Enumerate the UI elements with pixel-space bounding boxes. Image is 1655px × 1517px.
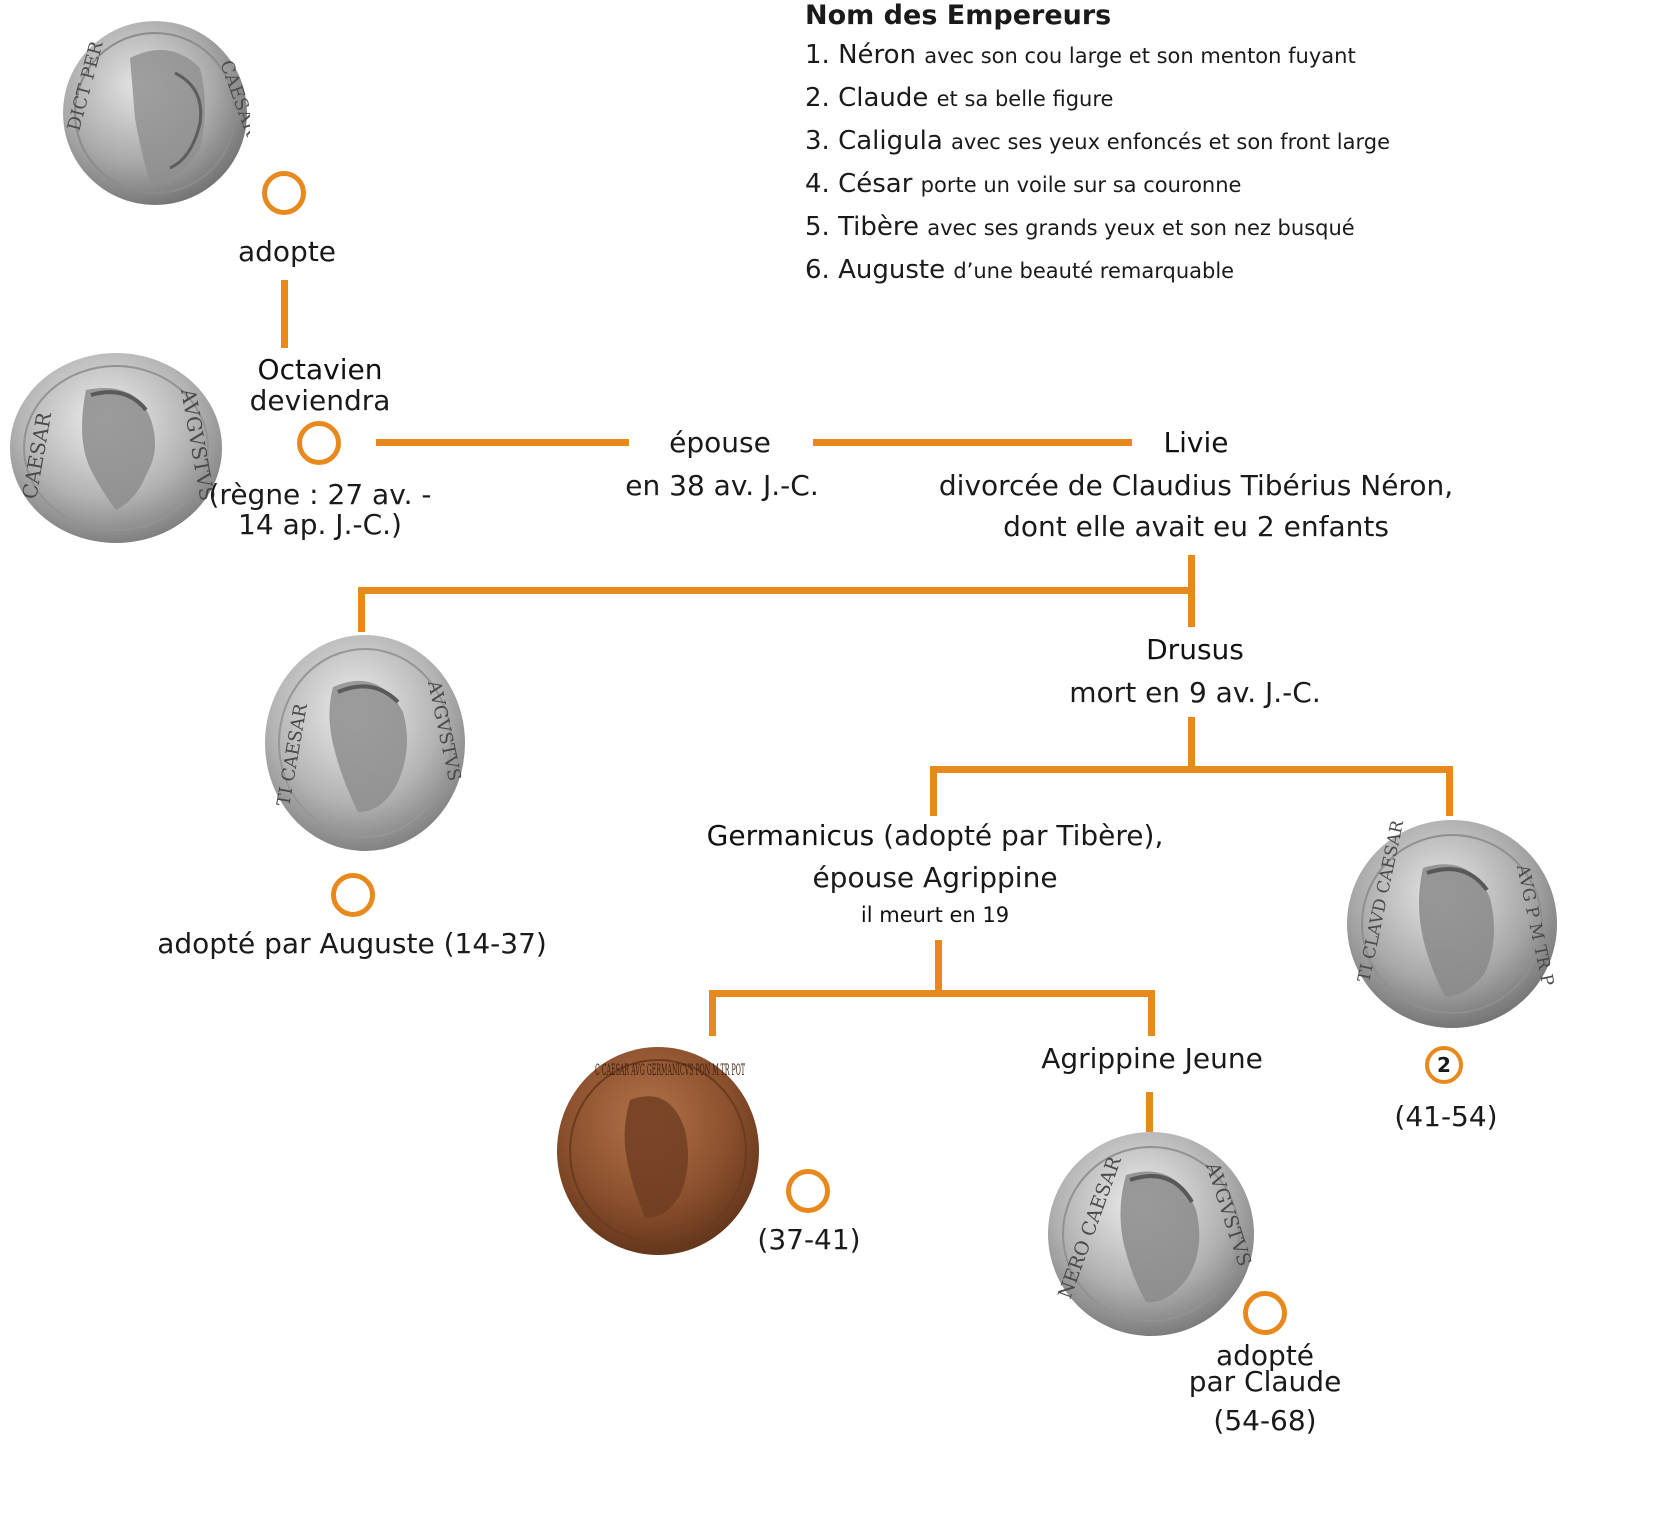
connector-octavien-epouse [376,439,629,446]
marriage-line1: épouse [669,426,771,459]
legend-item-number: 4. [805,169,830,199]
germanicus-line1: Germanicus (adopté par Tibère), [707,820,1164,852]
neron-line3: (54-68) [1213,1404,1317,1437]
legend-item-name: Néron [838,40,917,70]
legend-item: 1. Néron avec son cou large et son mento… [805,40,1505,71]
neron-line2: par Claude [1188,1365,1342,1398]
connector-germanicus-children-vertical [935,940,942,996]
marriage-line2: en 38 av. J.-C. [625,469,819,502]
legend-item-number: 2. [805,83,830,113]
legend-item: 3. Caligula avec ses yeux enfoncés et so… [805,126,1505,157]
answer-circle-claude[interactable]: 2 [1425,1046,1463,1084]
legend-item-number: 6. [805,255,830,285]
caligula-dates: (37-41) [757,1223,861,1256]
cesar-relation: adopte [237,235,337,268]
legend-item-description: et sa belle figure [936,87,1114,111]
legend-item-name: Claude [838,83,929,113]
livie-line3: dont elle avait eu 2 enfants [1003,510,1389,543]
agrippine-name: Agrippine Jeune [1041,1042,1263,1075]
legend-item-number: 1. [805,40,830,70]
legend-item-description: avec son cou large et son menton fuyant [924,44,1356,68]
connector-claude-down [1446,766,1453,816]
legend-item: 2. Claude et sa belle figure [805,83,1505,114]
germanicus-name: Germanicus [706,819,875,852]
connector-cesar-octavien [281,280,288,348]
coin-claude: TI CLAVD CAESAR AVG P M TR P [1347,818,1557,1028]
germanicus-line3: il meurt en 19 [860,903,1010,927]
connector-agrippine-neron [1146,1092,1153,1132]
drusus-name: Drusus [1146,633,1244,666]
answer-circle-neron[interactable] [1243,1291,1287,1335]
legend-item-name: Auguste [838,255,946,285]
legend-item-number: 3. [805,126,830,156]
neron-line1: adopté [1215,1339,1315,1372]
connector-germanicus-down [930,766,937,816]
connector-drusus-down [1188,717,1195,772]
legend: Nom des Empereurs 1. Néron avec son cou … [805,0,1505,286]
coin-caligula: C CAESAR AVG GERMANICVS PON M TR POT [557,1047,759,1255]
legend-item: 5. Tibère avec ses grands yeux et son ne… [805,212,1505,243]
legend-item-number: 5. [805,212,830,242]
coin-caligula-inscription: C CAESAR AVG GERMANICVS PON M TR POT [595,1060,745,1079]
legend-item: 6. Auguste d’une beauté remarquable [805,255,1505,286]
legend-item-name: Caligula [838,126,943,156]
legend-item-name: César [838,169,913,199]
legend-title: Nom des Empereurs [805,0,1112,31]
livie-line2: divorcée de Claudius Tibérius Néron, [938,469,1454,502]
connector-germanicus-children-horizontal [709,990,1155,997]
germanicus-suffix: (adopté par Tibère), [874,819,1164,852]
legend-item: 4. César porte un voile sur sa couronne [805,169,1505,200]
legend-list: 1. Néron avec son cou large et son mento… [805,40,1505,286]
octavien-line2: deviendra [249,384,391,417]
coin-cesar: DICT PER CAESAR [63,21,250,205]
livie-name: Livie [1163,426,1229,459]
drusus-line2: mort en 9 av. J.-C. [1069,676,1321,709]
connector-caligula-down [709,990,716,1036]
legend-item-description: avec ses grands yeux et son nez busqué [927,216,1355,240]
octavien-reign-line2: 14 ap. J.-C.) [238,508,402,541]
connector-tibere-down [358,587,365,632]
answer-circle-caligula[interactable] [786,1169,830,1213]
claude-dates: (41-54) [1394,1100,1498,1133]
octavien-reign-line1: (règne : 27 av. - [208,478,432,511]
germanicus-line2: épouse Agrippine [812,861,1058,894]
legend-item-name: Tibère [838,212,919,242]
legend-item-description: porte un voile sur sa couronne [920,173,1242,197]
coin-tibere: TI CAESAR AVGVSTVS [265,635,465,851]
connector-epouse-livie [813,439,1132,446]
connector-drusus-children-horizontal [930,766,1453,773]
coin-octavien: CAESAR AVGVSTVS [10,353,222,543]
answer-circle-cesar[interactable] [262,171,306,215]
tibere-caption: adopté par Auguste (14-37) [157,927,547,960]
coin-neron: NERO CAESAR AVGVSTVS [1048,1132,1255,1336]
connector-agrippine-down [1148,990,1155,1036]
answer-circle-tibere[interactable] [331,873,375,917]
octavien-name: Octavien [257,353,383,386]
answer-circle-octavien[interactable] [297,421,341,465]
connector-livie-children-horizontal [358,587,1195,594]
legend-item-description: d’une beauté remarquable [953,259,1235,283]
legend-item-description: avec ses yeux enfoncés et son front larg… [951,130,1391,154]
